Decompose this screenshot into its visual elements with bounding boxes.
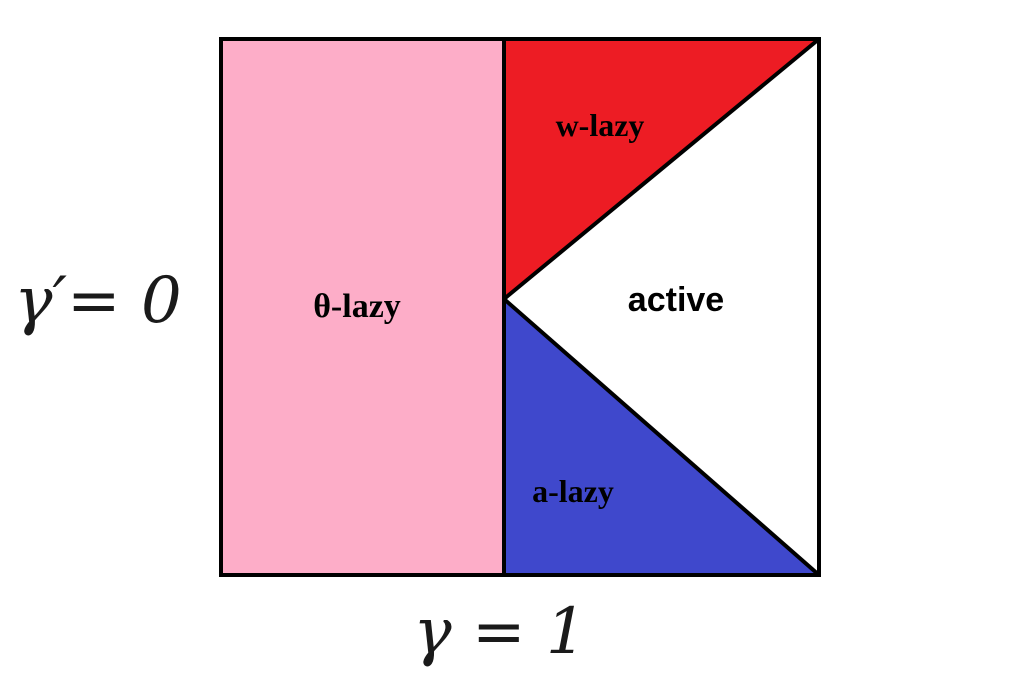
bottom-axis-label: γ = 1 — [413, 595, 586, 669]
divider-upper-diagonal — [502, 37, 821, 301]
theta-lazy-label: θ-lazy — [313, 288, 401, 325]
active-region — [504, 39, 819, 575]
a-lazy-label: a-lazy — [532, 473, 614, 509]
divider-lower-diagonal — [502, 297, 821, 577]
active-label: active — [628, 281, 724, 319]
theta-lazy-region — [221, 39, 504, 575]
left-axis-label: γ′= 0 — [14, 264, 181, 338]
outer-border — [219, 37, 821, 577]
w-lazy-label: w-lazy — [556, 107, 645, 143]
